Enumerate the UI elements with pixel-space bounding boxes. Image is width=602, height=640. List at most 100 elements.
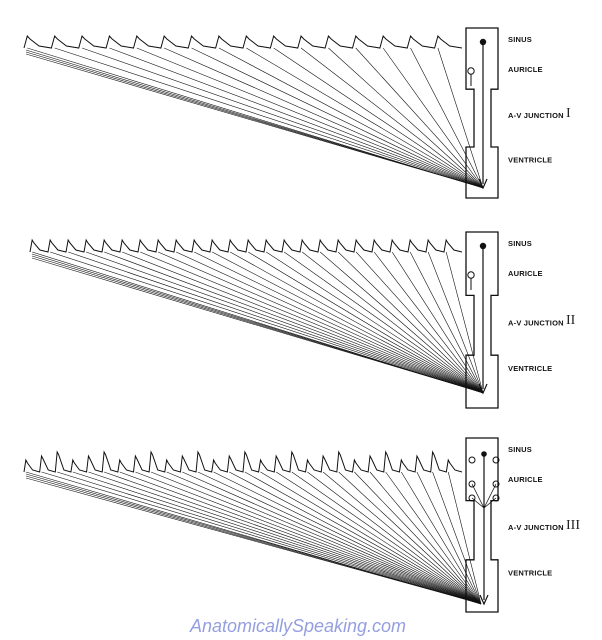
conduction-line: [164, 47, 484, 189]
conduction-line: [41, 471, 482, 605]
conduction-line: [103, 471, 482, 605]
arrowhead-icon: [479, 594, 489, 606]
conduction-lines: [25, 47, 484, 189]
label-av: A-V JUNCTION: [508, 111, 564, 120]
conduction-line: [31, 257, 478, 392]
conduction-line: [72, 471, 482, 605]
conduction-line: [86, 251, 484, 394]
conduction-line: [135, 471, 482, 605]
branch-line: [483, 497, 497, 509]
conduction-line: [354, 471, 482, 605]
conduction-line: [283, 251, 484, 394]
conduction-line: [122, 251, 484, 394]
conduction-line: [301, 251, 484, 394]
auricle-node-icon: [468, 494, 476, 502]
conduction-line: [337, 251, 484, 394]
waveform-trace: [23, 450, 463, 473]
conduction-line: [88, 471, 482, 605]
label-ventricle: VENTRICLE: [508, 155, 552, 164]
conduction-line: [373, 251, 484, 394]
conduction-line: [212, 251, 484, 394]
conduction-line: [81, 47, 484, 189]
branch-line: [471, 483, 485, 509]
label-ventricle: VENTRICLE: [508, 568, 552, 577]
conduction-lines: [25, 471, 482, 605]
conduction-line: [166, 471, 482, 605]
conduction-line: [25, 477, 476, 603]
conduction-line: [355, 251, 484, 394]
conduction-line: [409, 251, 484, 394]
conduction-line: [25, 49, 478, 187]
conduction-line: [25, 473, 476, 603]
conduction-line: [291, 471, 482, 605]
conduction-line: [427, 251, 484, 394]
label-ventricle: VENTRICLE: [508, 364, 552, 373]
label-sinus: SINUS: [508, 239, 532, 248]
conduction-line: [104, 251, 484, 394]
panel-numeral: III: [566, 518, 580, 533]
conduction-line: [432, 471, 482, 605]
conduction-line: [213, 471, 482, 605]
conduction-line: [328, 47, 484, 189]
heart-schematic-outline: [465, 437, 499, 613]
auricle-node-icon: [468, 456, 476, 464]
conduction-line: [276, 471, 482, 605]
conduction-line: [410, 47, 484, 189]
conduction-line: [140, 251, 484, 394]
auricle-node-icon: [492, 480, 500, 488]
conduction-line: [229, 471, 482, 605]
conduction-line: [25, 51, 478, 187]
conduction-line: [25, 53, 478, 187]
conduction-line: [31, 253, 478, 392]
conduction-line: [385, 471, 482, 605]
conduction-line: [447, 471, 482, 605]
conduction-line: [322, 471, 482, 605]
conduction-line: [119, 471, 482, 605]
conduction-line: [307, 471, 482, 605]
conduction-line: [355, 47, 484, 189]
heart-schematic-outline: [465, 231, 499, 409]
conduction-line: [50, 251, 484, 394]
conduction-line: [265, 251, 484, 394]
conduction-line: [109, 47, 484, 189]
conduction-line: [437, 47, 484, 189]
conduction-line: [25, 475, 476, 603]
waveform-trace: [23, 34, 463, 49]
conduction-line: [158, 251, 484, 394]
conduction-line: [218, 47, 484, 189]
conduction-line: [176, 251, 484, 394]
arrowhead-icon: [478, 178, 488, 190]
conduction-line: [248, 251, 484, 394]
conduction-line: [300, 47, 484, 189]
auricle-node-icon: [467, 67, 475, 75]
auricle-node-icon: [492, 494, 500, 502]
conduction-line: [182, 471, 482, 605]
conduction-line: [136, 47, 484, 189]
waveform-trace: [29, 238, 463, 253]
conduction-line: [382, 47, 484, 189]
conduction-line: [244, 471, 482, 605]
conduction-line: [246, 47, 484, 189]
conduction-line: [369, 471, 482, 605]
conduction-line: [445, 251, 484, 394]
conduction-line: [54, 47, 484, 189]
conduction-line: [391, 251, 484, 394]
conduction-line: [260, 471, 482, 605]
conduction-line: [194, 251, 484, 394]
panel-numeral: II: [566, 313, 576, 328]
label-av: A-V JUNCTION: [508, 318, 564, 327]
conduction-line: [338, 471, 482, 605]
panel-numeral: I: [566, 106, 571, 121]
branch-line: [483, 483, 497, 509]
auricle-node-icon: [467, 271, 475, 279]
label-sinus: SINUS: [508, 445, 532, 454]
conduction-line: [191, 47, 484, 189]
watermark: AnatomicallySpeaking.com: [189, 616, 406, 636]
label-auricle: AURICLE: [508, 269, 543, 278]
label-av: A-V JUNCTION: [508, 523, 564, 532]
label-auricle: AURICLE: [508, 65, 543, 74]
auricle-node-icon: [492, 456, 500, 464]
